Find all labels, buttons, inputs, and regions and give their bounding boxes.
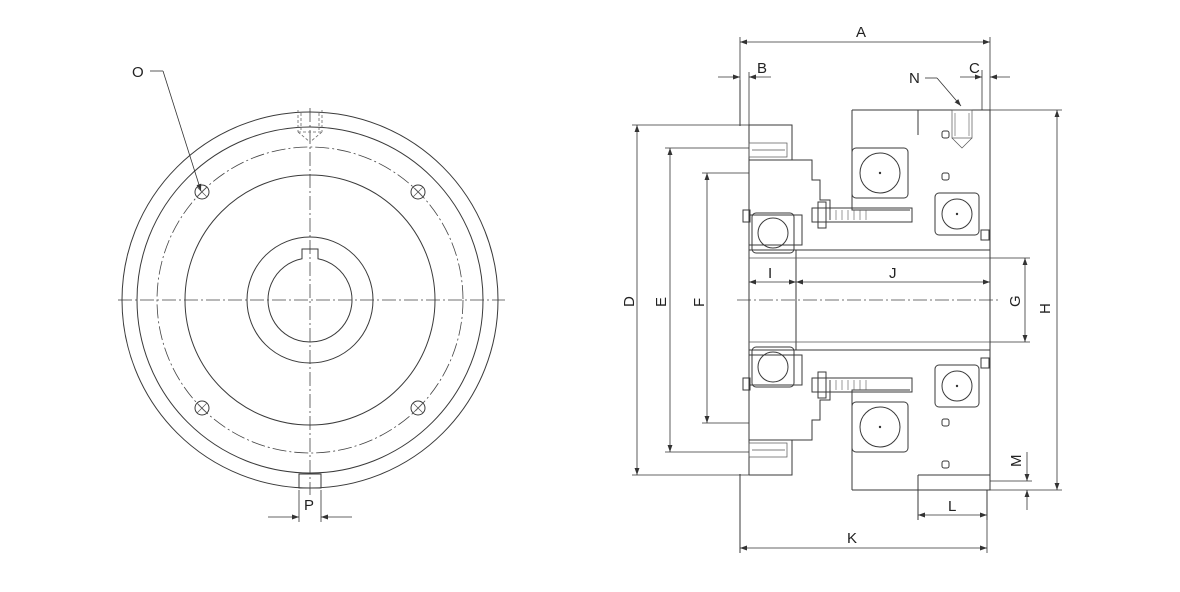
dimension-H <box>990 109 1062 491</box>
spring-pin-bottom <box>811 371 913 399</box>
bearing-secondary-bottom <box>934 364 980 408</box>
label-L: L <box>948 498 956 515</box>
leader-O <box>150 70 202 192</box>
dimension-L <box>918 490 988 520</box>
label-A: A <box>856 24 866 41</box>
label-M: M <box>1008 455 1025 468</box>
inner-top-bearing-housing <box>749 214 803 246</box>
label-I: I <box>768 265 772 282</box>
inner-bottom-bearing-housing <box>749 354 803 386</box>
side-section-view <box>737 80 1000 553</box>
label-F: F <box>691 298 708 307</box>
dimension-C <box>960 70 1010 110</box>
keyed-bore <box>267 248 353 343</box>
label-J: J <box>889 265 897 282</box>
flange-step-circle <box>136 126 484 474</box>
tapped-hole-N <box>951 109 973 149</box>
bearing-main-top <box>851 147 909 199</box>
dimension-P <box>268 490 352 522</box>
label-E: E <box>653 297 670 307</box>
outer-flange-circle <box>121 111 499 489</box>
label-O: O <box>132 64 144 81</box>
bottom-bolt-slot <box>748 442 788 458</box>
bolt-hole-4 <box>410 400 426 416</box>
bolt-hole-2 <box>410 184 426 200</box>
label-P: P <box>304 497 314 514</box>
top-screw-head <box>742 209 751 223</box>
top-bolt-slot <box>748 142 788 158</box>
dimension-D <box>632 124 749 476</box>
top-retainer <box>980 229 990 241</box>
dimension-B <box>718 72 771 125</box>
dimension-M <box>990 452 1032 510</box>
outer-rotor-top-inner <box>851 110 910 211</box>
bolt-hole-3 <box>194 400 210 416</box>
bolt-circle <box>156 146 464 454</box>
dimension-F <box>702 172 749 424</box>
front-view: O P <box>118 64 505 522</box>
housing-circle <box>184 174 436 426</box>
label-C: C <box>969 60 980 77</box>
outer-rotor-bottom-inner <box>851 389 910 490</box>
bearing-main-bottom <box>851 401 909 453</box>
bottom-key-slot <box>298 473 322 489</box>
bolt-hole-1 <box>194 184 210 200</box>
label-G: G <box>1007 295 1024 307</box>
label-N: N <box>909 70 920 87</box>
o-rings <box>941 130 950 469</box>
flange-bottom-bolt-boss <box>749 439 793 476</box>
label-K: K <box>847 530 857 547</box>
housing-bottom-profile <box>792 380 831 441</box>
leader-N <box>925 77 962 107</box>
hub-circle <box>246 236 374 364</box>
label-B: B <box>757 60 767 77</box>
dimension-G <box>990 257 1030 343</box>
dimension-E <box>665 147 749 453</box>
bottom-retainer <box>980 357 990 369</box>
shaft-sleeve <box>749 249 991 351</box>
bearing-secondary-top <box>934 192 980 236</box>
label-H: H <box>1037 303 1054 314</box>
bearing-inner-bottom <box>751 346 795 388</box>
flange-top-bolt-boss <box>749 124 793 161</box>
bearing-inner-top <box>751 212 795 254</box>
dimension-A <box>739 37 991 110</box>
outer-rotor-bottom <box>852 350 991 491</box>
housing-top-profile <box>792 159 831 220</box>
label-D: D <box>621 296 638 307</box>
top-tapped-hole <box>297 110 323 143</box>
spring-pin-top <box>811 201 913 229</box>
bottom-screw-head <box>742 377 751 391</box>
